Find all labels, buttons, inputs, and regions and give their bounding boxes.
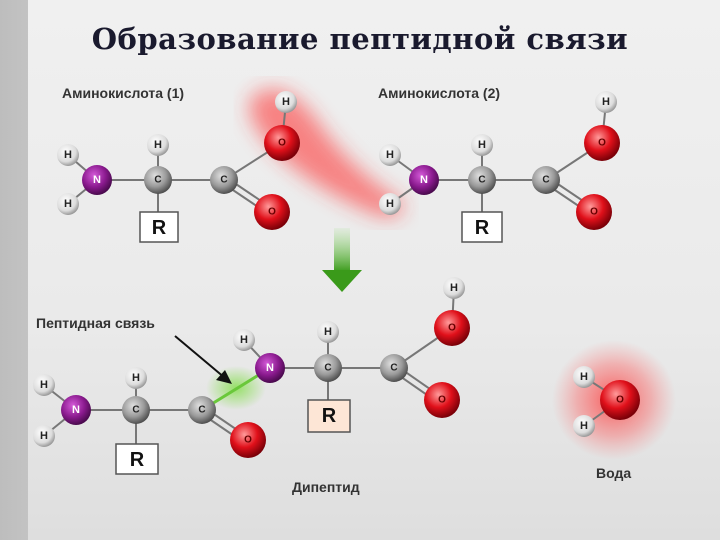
hydrogen-atom [57, 193, 79, 215]
r-group-box [461, 211, 503, 243]
atom-label: H [40, 430, 48, 442]
hydrogen-atom [317, 321, 339, 343]
hydrogen-atom [443, 277, 465, 299]
hydrogen-atom [233, 329, 255, 351]
reaction-arrow [322, 228, 362, 292]
water-removal-highlight [249, 89, 404, 218]
carbon-atom [210, 166, 238, 194]
atom-label: O [616, 395, 624, 406]
r-group-box [139, 211, 179, 243]
atom-label: H [132, 372, 140, 384]
oxygen-atom [424, 382, 460, 418]
atom-label: C [132, 405, 139, 416]
amino-acid-2: R H H N H C C O O H [379, 91, 620, 243]
atom-label: O [448, 323, 456, 334]
nitrogen-atom [255, 353, 285, 383]
r-group-box [115, 443, 159, 475]
atom-label: H [386, 149, 394, 161]
carbon-atom [532, 166, 560, 194]
atom-label: O [590, 207, 598, 218]
atom-label: O [244, 435, 252, 446]
amino-acid-2-label: Аминокислота (2) [378, 85, 500, 101]
hydrogen-atom [379, 144, 401, 166]
carbon-atom [188, 396, 216, 424]
atom-label: H [580, 420, 588, 432]
oxygen-atom [600, 380, 640, 420]
atom-label: O [268, 207, 276, 218]
atom-label: N [266, 362, 274, 374]
atom-label: C [542, 175, 549, 186]
hydrogen-atom [125, 367, 147, 389]
oxygen-atom [434, 310, 470, 346]
hydrogen-atom [471, 134, 493, 156]
dipeptide-label: Дипептид [292, 479, 360, 495]
oxygen-atom [576, 194, 612, 230]
r-group-label: R [152, 217, 167, 239]
r-group-box [307, 399, 351, 433]
slide-title: Образование пептидной связи [91, 22, 629, 56]
atom-label: N [93, 174, 101, 186]
carbon-atom [314, 354, 342, 382]
oxygen-atom [230, 422, 266, 458]
oxygen-atom [584, 125, 620, 161]
hydrogen-atom [147, 134, 169, 156]
atom-label: H [40, 379, 48, 391]
atom-label: H [240, 334, 248, 346]
oxygen-atom [254, 194, 290, 230]
atom-label: H [602, 96, 610, 108]
atom-label: N [420, 174, 428, 186]
hydrogen-atom [33, 425, 55, 447]
nitrogen-atom [82, 165, 112, 195]
atom-label: H [450, 282, 458, 294]
atom-label: H [64, 198, 72, 210]
atom-label: C [154, 175, 161, 186]
hydrogen-atom [379, 193, 401, 215]
peptide-bond-pointer [174, 335, 232, 384]
r-group-label: R [322, 405, 337, 427]
amino-acid-1-label: Аминокислота (1) [62, 85, 184, 101]
amino-acid-1: R H H N H C C O O H [57, 91, 300, 243]
atom-label: O [278, 138, 286, 149]
atom-label: H [580, 371, 588, 383]
r-group-label: R [130, 449, 145, 471]
atom-label: H [324, 326, 332, 338]
atom-label: O [438, 395, 446, 406]
atom-label: H [478, 139, 486, 151]
atom-label: C [198, 405, 205, 416]
atom-label: C [324, 363, 331, 374]
atom-label: N [72, 404, 80, 416]
hydrogen-atom [595, 91, 617, 113]
atom-label: H [282, 96, 290, 108]
peptide-bond-label: Пептидная связь [36, 315, 155, 331]
water-label: Вода [596, 465, 631, 481]
atom-label: H [64, 149, 72, 161]
carbon-atom [144, 166, 172, 194]
atom-label: H [154, 139, 162, 151]
carbon-atom [468, 166, 496, 194]
nitrogen-atom [61, 395, 91, 425]
atom-label: C [220, 175, 227, 186]
hydrogen-atom [573, 415, 595, 437]
carbon-atom [122, 396, 150, 424]
water-molecule: H H O [573, 366, 640, 437]
hydrogen-atom [57, 144, 79, 166]
carbon-atom [380, 354, 408, 382]
atom-label: O [598, 138, 606, 149]
nitrogen-atom [409, 165, 439, 195]
hydrogen-atom [275, 91, 297, 113]
r-group-label: R [475, 217, 490, 239]
oxygen-atom [264, 125, 300, 161]
atom-label: C [390, 363, 397, 374]
atom-label: C [478, 175, 485, 186]
dipeptide: R R H H N H C C O H N H C C O O H [33, 277, 470, 475]
atom-label: H [386, 198, 394, 210]
hydrogen-atom [33, 374, 55, 396]
hydrogen-atom [573, 366, 595, 388]
